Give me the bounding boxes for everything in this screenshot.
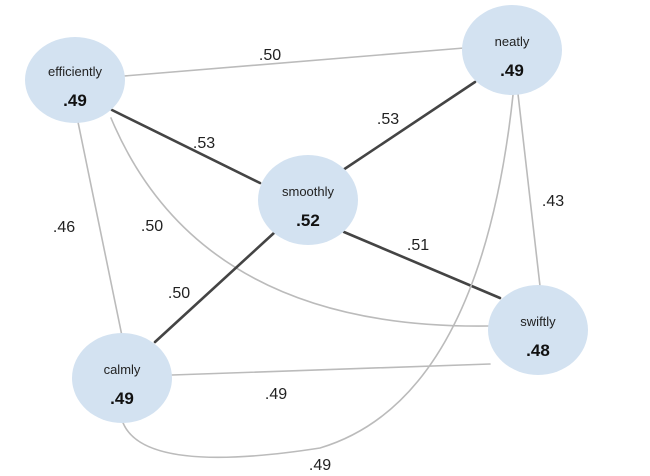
node-label: swiftly bbox=[520, 314, 556, 329]
edge-weight-efficiently-calmly: .46 bbox=[53, 219, 75, 236]
node-score: .49 bbox=[63, 91, 87, 110]
node-score: .49 bbox=[500, 61, 524, 80]
edge-weight-calmly-neatly: .49 bbox=[309, 457, 331, 474]
edge-weight-efficiently-smoothly: .53 bbox=[193, 135, 215, 152]
edge-calmly-swiftly bbox=[171, 363, 491, 376]
node-score: .48 bbox=[526, 341, 550, 360]
node-circle bbox=[488, 285, 588, 375]
edge-weight-efficiently-swiftly: .50 bbox=[141, 218, 163, 235]
node-circle bbox=[72, 333, 172, 423]
node-efficiently[interactable]: efficiently .49 bbox=[25, 37, 125, 123]
node-calmly[interactable]: calmly .49 bbox=[72, 333, 172, 423]
edge-weight-efficiently-neatly: .50 bbox=[259, 47, 281, 64]
node-label: calmly bbox=[104, 362, 141, 377]
edge-weight-smoothly-swiftly: .51 bbox=[407, 237, 429, 254]
edge-smoothly-calmly bbox=[153, 230, 277, 344]
node-score: .52 bbox=[296, 211, 320, 230]
node-swiftly[interactable]: swiftly .48 bbox=[488, 285, 588, 375]
edge-efficiently-swiftly bbox=[110, 117, 490, 327]
node-label: neatly bbox=[495, 34, 530, 49]
edge-efficiently-calmly bbox=[77, 121, 123, 337]
edge-smoothly-swiftly bbox=[342, 230, 502, 300]
edge-weight-smoothly-calmly: .50 bbox=[168, 285, 190, 302]
edge-neatly-swiftly bbox=[517, 93, 541, 287]
node-label: smoothly bbox=[282, 184, 335, 199]
node-label: efficiently bbox=[48, 64, 102, 79]
edge-weight-calmly-swiftly: .49 bbox=[265, 386, 287, 403]
edge-efficiently-smoothly bbox=[110, 108, 262, 185]
edge-weight-neatly-smoothly: .53 bbox=[377, 111, 399, 128]
edge-efficiently-neatly bbox=[123, 47, 465, 77]
node-circle bbox=[462, 5, 562, 95]
edge-neatly-smoothly bbox=[341, 80, 477, 172]
edge-calmly-neatly bbox=[121, 94, 514, 459]
node-score: .49 bbox=[110, 389, 134, 408]
node-circle bbox=[258, 155, 358, 245]
node-neatly[interactable]: neatly .49 bbox=[462, 5, 562, 95]
node-circle bbox=[25, 37, 125, 123]
node-smoothly[interactable]: smoothly .52 bbox=[258, 155, 358, 245]
edge-weight-neatly-swiftly: .43 bbox=[542, 193, 564, 210]
